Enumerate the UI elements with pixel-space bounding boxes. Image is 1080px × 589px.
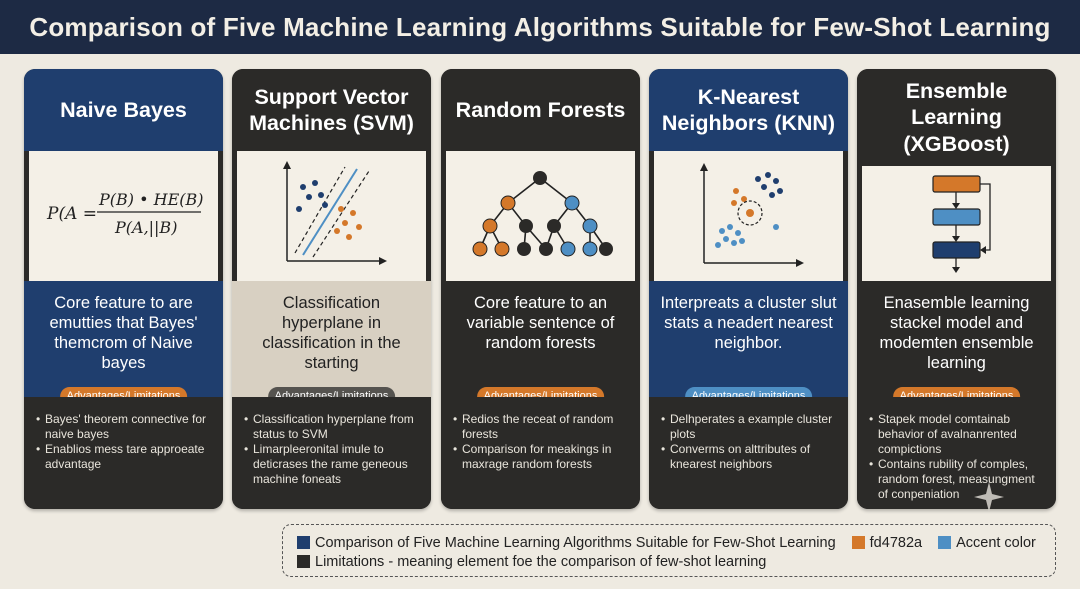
formula-numerator: P(B) • HE(B) xyxy=(98,190,204,209)
card-random-forests: Random Forests xyxy=(441,69,640,509)
bullet-list: Redios the receat of random forests Comp… xyxy=(441,397,640,509)
legend-item-orange: fd4782a xyxy=(851,534,923,551)
page-title: Comparison of Five Machine Learning Algo… xyxy=(29,11,1051,42)
list-item: Contains rubility of comples, random for… xyxy=(869,457,1046,502)
legend-label: Accent color xyxy=(956,534,1036,551)
bullet-list: Classification hyperplane from status to… xyxy=(232,397,431,509)
list-item: Limarpleeronital imule to deticrases the… xyxy=(244,442,421,487)
card-naive-bayes: Naive Bayes P(A = P(B) • HE(B) P(A,||B) … xyxy=(24,69,223,509)
legend-swatch-accent xyxy=(938,536,952,549)
list-item: Comparison for meakings in maxrage rando… xyxy=(453,442,630,472)
bayes-formula: P(A = P(B) • HE(B) P(A,||B) xyxy=(29,151,218,281)
card-description: Interpreats a cluster slut stats a neade… xyxy=(649,281,848,397)
card-heading: Random Forests xyxy=(441,69,640,151)
card-heading: Naive Bayes xyxy=(24,69,223,151)
legend-item-navy: Comparison of Five Machine Learning Algo… xyxy=(297,535,836,551)
legend-label: Limitations - meaning element foe the co… xyxy=(315,553,767,570)
knn-cluster-icon xyxy=(654,151,843,281)
list-item: Bayes' theorem connective for naive baye… xyxy=(36,412,213,442)
list-item: Redios the receat of random forests xyxy=(453,412,630,442)
list-item: Classification hyperplane from status to… xyxy=(244,412,421,442)
decision-tree-icon xyxy=(446,151,635,281)
stacked-model-icon xyxy=(862,166,1051,281)
sparkle-icon xyxy=(974,482,1004,512)
legend-label: fd4782a xyxy=(869,534,923,551)
card-description: Core feature to are emutties that Bayes'… xyxy=(24,281,223,397)
list-item: Stapek model comtainab behavior of avaln… xyxy=(869,412,1046,457)
legend-row: Limitations - meaning element foe the co… xyxy=(297,552,1041,571)
bullet-list: Stapek model comtainab behavior of avaln… xyxy=(857,397,1056,509)
legend-swatch-charcoal xyxy=(297,555,310,568)
card-svm: Support Vector Machines (SVM) Classifica… xyxy=(232,69,431,509)
legend-row: Comparison of Five Machine Learning Algo… xyxy=(297,533,1041,552)
formula-lhs: P(A = xyxy=(46,204,97,224)
title-bar: Comparison of Five Machine Learning Algo… xyxy=(0,0,1080,54)
legend-swatch-navy xyxy=(297,536,310,549)
card-description: Classification hyperplane in classificat… xyxy=(232,281,431,397)
card-heading: K-Nearest Neighbors (KNN) xyxy=(649,69,848,151)
list-item: Delhperates a example cluster plots xyxy=(661,412,838,442)
legend-item-accent: Accent color xyxy=(938,535,1036,551)
card-knn: K-Nearest Neighbors (KNN) Interpreats a … xyxy=(649,69,848,509)
card-description: Enasemble learning stackel model and mod… xyxy=(857,281,1056,397)
legend-item-charcoal: Limitations - meaning element foe the co… xyxy=(297,554,766,570)
svm-scatter-icon xyxy=(237,151,426,281)
card-description: Core feature to an variable sentence of … xyxy=(441,281,640,397)
legend: Comparison of Five Machine Learning Algo… xyxy=(282,524,1056,577)
legend-label: Comparison of Five Machine Learning Algo… xyxy=(315,534,836,551)
bullet-list: Bayes' theorem connective for naive baye… xyxy=(24,397,223,509)
list-item: Converms on alttributes of knearest neig… xyxy=(661,442,838,472)
list-item: Enablios mess tare approeate advantage xyxy=(36,442,213,472)
card-heading: Support Vector Machines (SVM) xyxy=(232,69,431,151)
legend-swatch-orange xyxy=(851,536,865,549)
bullet-list: Delhperates a example cluster plots Conv… xyxy=(649,397,848,509)
formula-denominator: P(A,||B) xyxy=(114,218,177,237)
card-ensemble: Ensemble Learning (XGBoost) Enasemble le… xyxy=(857,69,1056,509)
card-heading: Ensemble Learning (XGBoost) xyxy=(857,69,1056,166)
